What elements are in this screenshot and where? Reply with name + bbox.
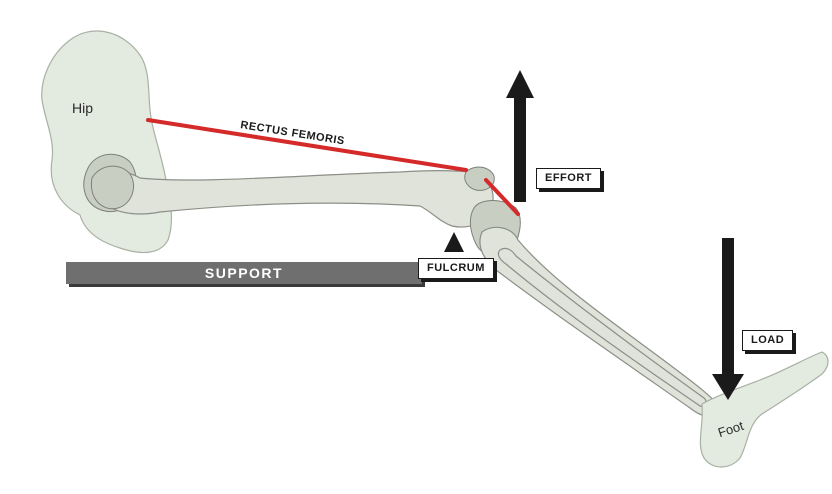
fibula [497,247,707,407]
load-label: LOAD [742,330,794,351]
femoral-head [90,165,134,210]
support-bar [66,262,422,284]
fulcrum-label: FULCRUM [418,258,494,279]
rectus-femoris-tendon [484,178,520,216]
fulcrum-triangle [444,232,464,252]
support-label: SUPPORT [204,265,284,281]
hip-label: Hip [72,100,94,116]
load-arrow-head [712,374,744,400]
effort-arrow-shaft [514,96,526,202]
load-arrow-shaft [722,238,734,376]
rectus-femoris-line [146,118,468,172]
foot-bones [699,351,829,468]
effort-label: EFFORT [536,168,601,189]
hip-pelvis [41,30,173,254]
patella [464,166,495,191]
effort-arrow-head [506,70,534,98]
